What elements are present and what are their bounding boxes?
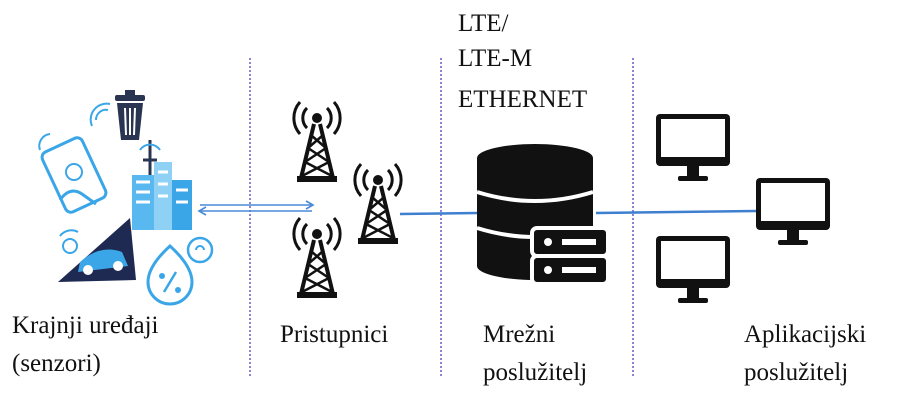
gateway-tower-icon <box>291 216 343 300</box>
end-devices-label: Krajnji uređaji <box>12 312 159 339</box>
smart-bin-icon <box>89 90 145 140</box>
divider-1 <box>249 58 251 376</box>
end-devices-sublabel: (senzori) <box>12 350 101 377</box>
end-devices-icon <box>38 90 214 306</box>
app-server-label: Aplikacijski <box>744 321 867 348</box>
smart-building-icon <box>132 140 192 230</box>
network-label-ethernet: ETHERNET <box>458 86 588 113</box>
water-drop-icon <box>146 236 214 306</box>
divider-3 <box>632 58 634 376</box>
app-server-sublabel: poslužitelj <box>744 359 849 386</box>
gateways-label: Pristupnici <box>280 321 389 348</box>
gateway-tower-icon <box>352 162 404 246</box>
link-gateway-to-server <box>399 211 479 216</box>
monitor-icon <box>756 178 830 245</box>
network-label-lte: LTE/ <box>458 10 509 37</box>
network-server-sublabel: poslužitelj <box>483 359 588 386</box>
bidirectional-arrow <box>197 200 315 216</box>
database-server-icon <box>476 144 610 286</box>
monitor-icon <box>656 236 730 303</box>
monitor-icon <box>656 114 730 181</box>
smartphone-icon <box>38 133 108 214</box>
gateway-tower-icon <box>291 100 343 184</box>
divider-2 <box>440 58 442 376</box>
smart-car-icon <box>58 218 136 282</box>
network-server-label: Mrežni <box>483 321 556 348</box>
link-server-to-app <box>595 209 757 215</box>
network-label-lte-m: LTE-M <box>458 45 533 72</box>
